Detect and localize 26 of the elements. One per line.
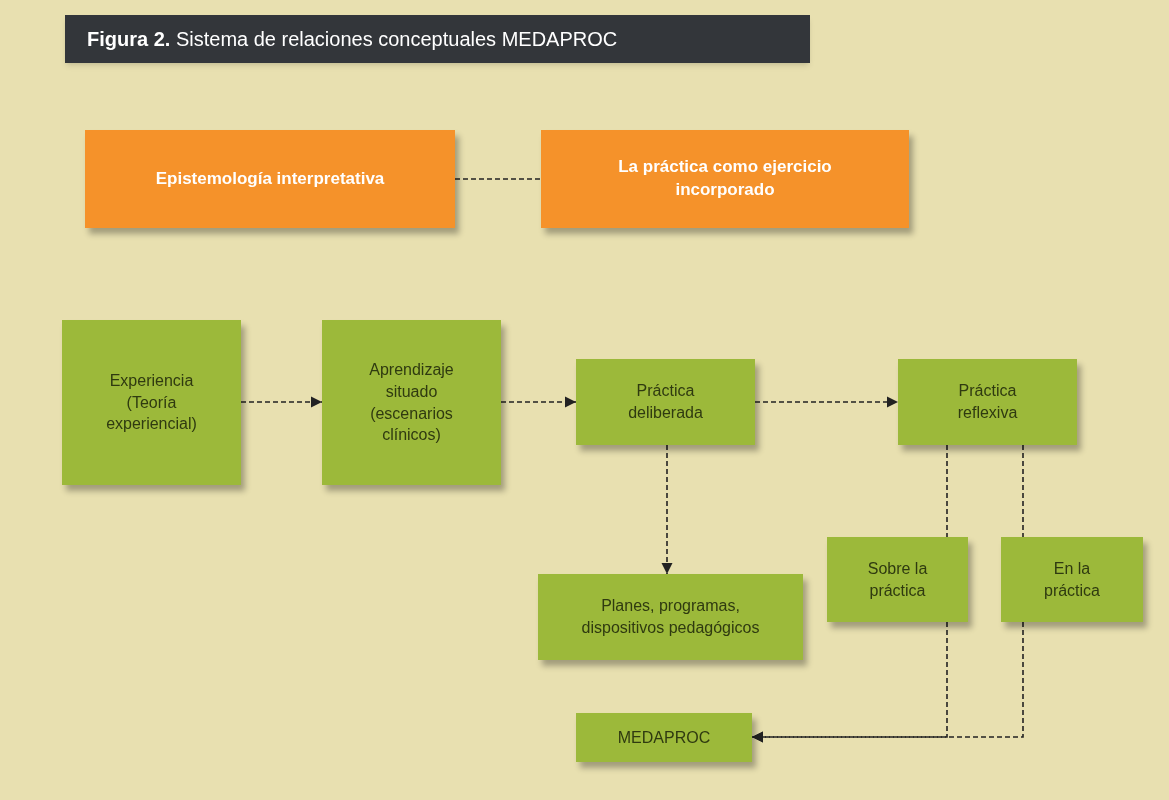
box-label: Sobre la práctica [866, 558, 929, 601]
dashed-arrow [661, 444, 673, 575]
title-bar: Figura 2. Sistema de relaciones conceptuales MEDAPROC [65, 15, 810, 63]
process-box [1001, 537, 1143, 622]
dashed-arrow [500, 396, 577, 408]
dashed-arrow [240, 396, 323, 408]
process-box [538, 574, 803, 660]
process-box [576, 713, 752, 762]
box-label: Práctica deliberada [627, 381, 704, 423]
process-box [322, 320, 501, 485]
box-label: Epistemología interpretativa [155, 167, 385, 190]
box-label: Experiencia (Teoría experiencial) [105, 371, 198, 435]
concept-box [85, 130, 455, 228]
concept-box [541, 130, 909, 228]
dashed-arrow [751, 621, 1024, 743]
box-label: Práctica reflexiva [956, 381, 1019, 423]
box-label: Aprendizaje situado (escenarios clínicos) [368, 360, 455, 446]
box-label: En la práctica [1043, 558, 1101, 601]
process-box [576, 359, 755, 445]
box-label: MEDAPROC [617, 727, 711, 748]
dashed-arrow [754, 396, 899, 408]
process-box [898, 359, 1077, 445]
box-label: La práctica como ejercicio incorporado [617, 156, 833, 201]
box-label: Planes, programas, dispositivos pedagógicos [580, 596, 761, 638]
process-box [62, 320, 241, 485]
process-box [827, 537, 968, 622]
